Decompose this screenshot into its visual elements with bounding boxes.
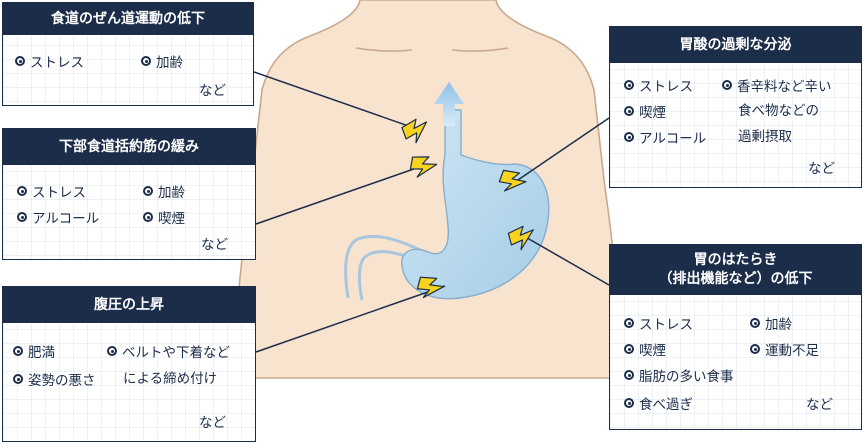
item-continuation: 食べ物などの: [738, 103, 819, 119]
lightning-sphincter: [409, 156, 438, 178]
box-title: 食道のぜん道運動の低下: [3, 3, 253, 35]
bullet-icon: [624, 80, 634, 90]
etc-label: など: [199, 415, 226, 431]
bullet-icon: [624, 132, 634, 142]
bullet-icon: [750, 318, 760, 328]
box-title: 胃のはたらき （排出機能など）の低下: [610, 245, 861, 295]
connector-function: [521, 234, 610, 286]
bullet-icon: [17, 212, 27, 222]
intestine-outline: [344, 234, 421, 299]
lightning-esophagus: [401, 118, 428, 144]
bullet-icon: [750, 344, 760, 354]
list-item: アルコール: [624, 127, 706, 147]
intestine-outline-2: [357, 250, 421, 301]
list-item: 加齢: [141, 51, 183, 71]
connector-esophagus: [253, 71, 421, 131]
etc-label: など: [808, 161, 835, 177]
list-item: 香辛料など辛い: [722, 75, 832, 95]
connector-abdominal: [255, 285, 446, 353]
box-esophagus-peristalsis: 食道のぜん道運動の低下 ストレス 加齢 など: [2, 2, 254, 106]
list-item: 喫煙: [624, 339, 666, 359]
list-item: 肥満: [13, 341, 55, 361]
item-continuation: 過剰摂取: [738, 129, 792, 145]
bullet-icon: [143, 212, 153, 222]
list-item: アルコール: [17, 207, 99, 227]
bullet-icon: [141, 56, 151, 66]
bullet-icon: [722, 80, 732, 90]
list-item: ストレス: [15, 51, 84, 71]
list-item: 姿勢の悪さ: [13, 369, 96, 389]
connector-acid: [514, 117, 610, 183]
list-item: 喫煙: [624, 101, 666, 121]
list-item: ベルトや下着など: [107, 341, 230, 361]
list-item: 加齢: [143, 181, 185, 201]
list-item: 喫煙: [143, 207, 185, 227]
stomach-shape: [401, 109, 550, 300]
list-item: 加齢: [750, 313, 792, 333]
box-gastric-acid: 胃酸の過剰な分泌 ストレス 香辛料など辛い 喫煙 食べ物などの アルコール 過剰…: [609, 26, 862, 188]
etc-label: など: [199, 83, 226, 99]
box-title-line2: （排出機能など）の低下: [658, 271, 813, 287]
left-collarbone: [355, 47, 413, 52]
box-lower-esophageal-sphincter: 下部食道括約筋の緩み ストレス 加齢 アルコール 喫煙 など: [2, 128, 256, 260]
box-title: 胃酸の過剰な分泌: [610, 27, 861, 63]
bullet-icon: [624, 370, 634, 380]
item-continuation: による締め付け: [123, 371, 218, 387]
box-title-line1: 胃のはたらき: [693, 252, 778, 269]
etc-label: など: [806, 397, 833, 413]
bullet-icon: [13, 374, 23, 384]
bullet-icon: [13, 346, 23, 356]
box-title: 腹圧の上昇: [3, 287, 255, 323]
bullet-icon: [107, 346, 117, 356]
box-abdominal-pressure: 腹圧の上昇 肥満 ベルトや下着など 姿勢の悪さ による締め付け など: [2, 286, 256, 442]
connector-sphincter: [255, 163, 429, 225]
list-item: ストレス: [17, 181, 86, 201]
bullet-icon: [624, 398, 634, 408]
box-stomach-function: 胃のはたらき （排出機能など）の低下 ストレス 加齢 喫煙 運動不足 脂肪の多い…: [609, 244, 862, 430]
lightning-acid: [498, 169, 527, 192]
box-title: 下部食道括約筋の緩み: [3, 129, 255, 165]
bullet-icon: [143, 186, 153, 196]
torso-outline: [233, 0, 621, 379]
list-item: 脂肪の多い食事: [624, 365, 734, 385]
list-item: ストレス: [624, 313, 693, 333]
etc-label: など: [201, 237, 228, 253]
bullet-icon: [15, 56, 25, 66]
bullet-icon: [17, 186, 27, 196]
list-item: ストレス: [624, 75, 693, 95]
reflux-arrow: [434, 82, 464, 126]
bullet-icon: [624, 106, 634, 116]
bullet-icon: [624, 344, 634, 354]
list-item: 運動不足: [750, 339, 819, 359]
bullet-icon: [624, 318, 634, 328]
right-collarbone: [451, 47, 509, 52]
lightning-abdominal: [416, 276, 445, 299]
lightning-function: [507, 225, 534, 251]
list-item: 食べ過ぎ: [624, 393, 693, 413]
